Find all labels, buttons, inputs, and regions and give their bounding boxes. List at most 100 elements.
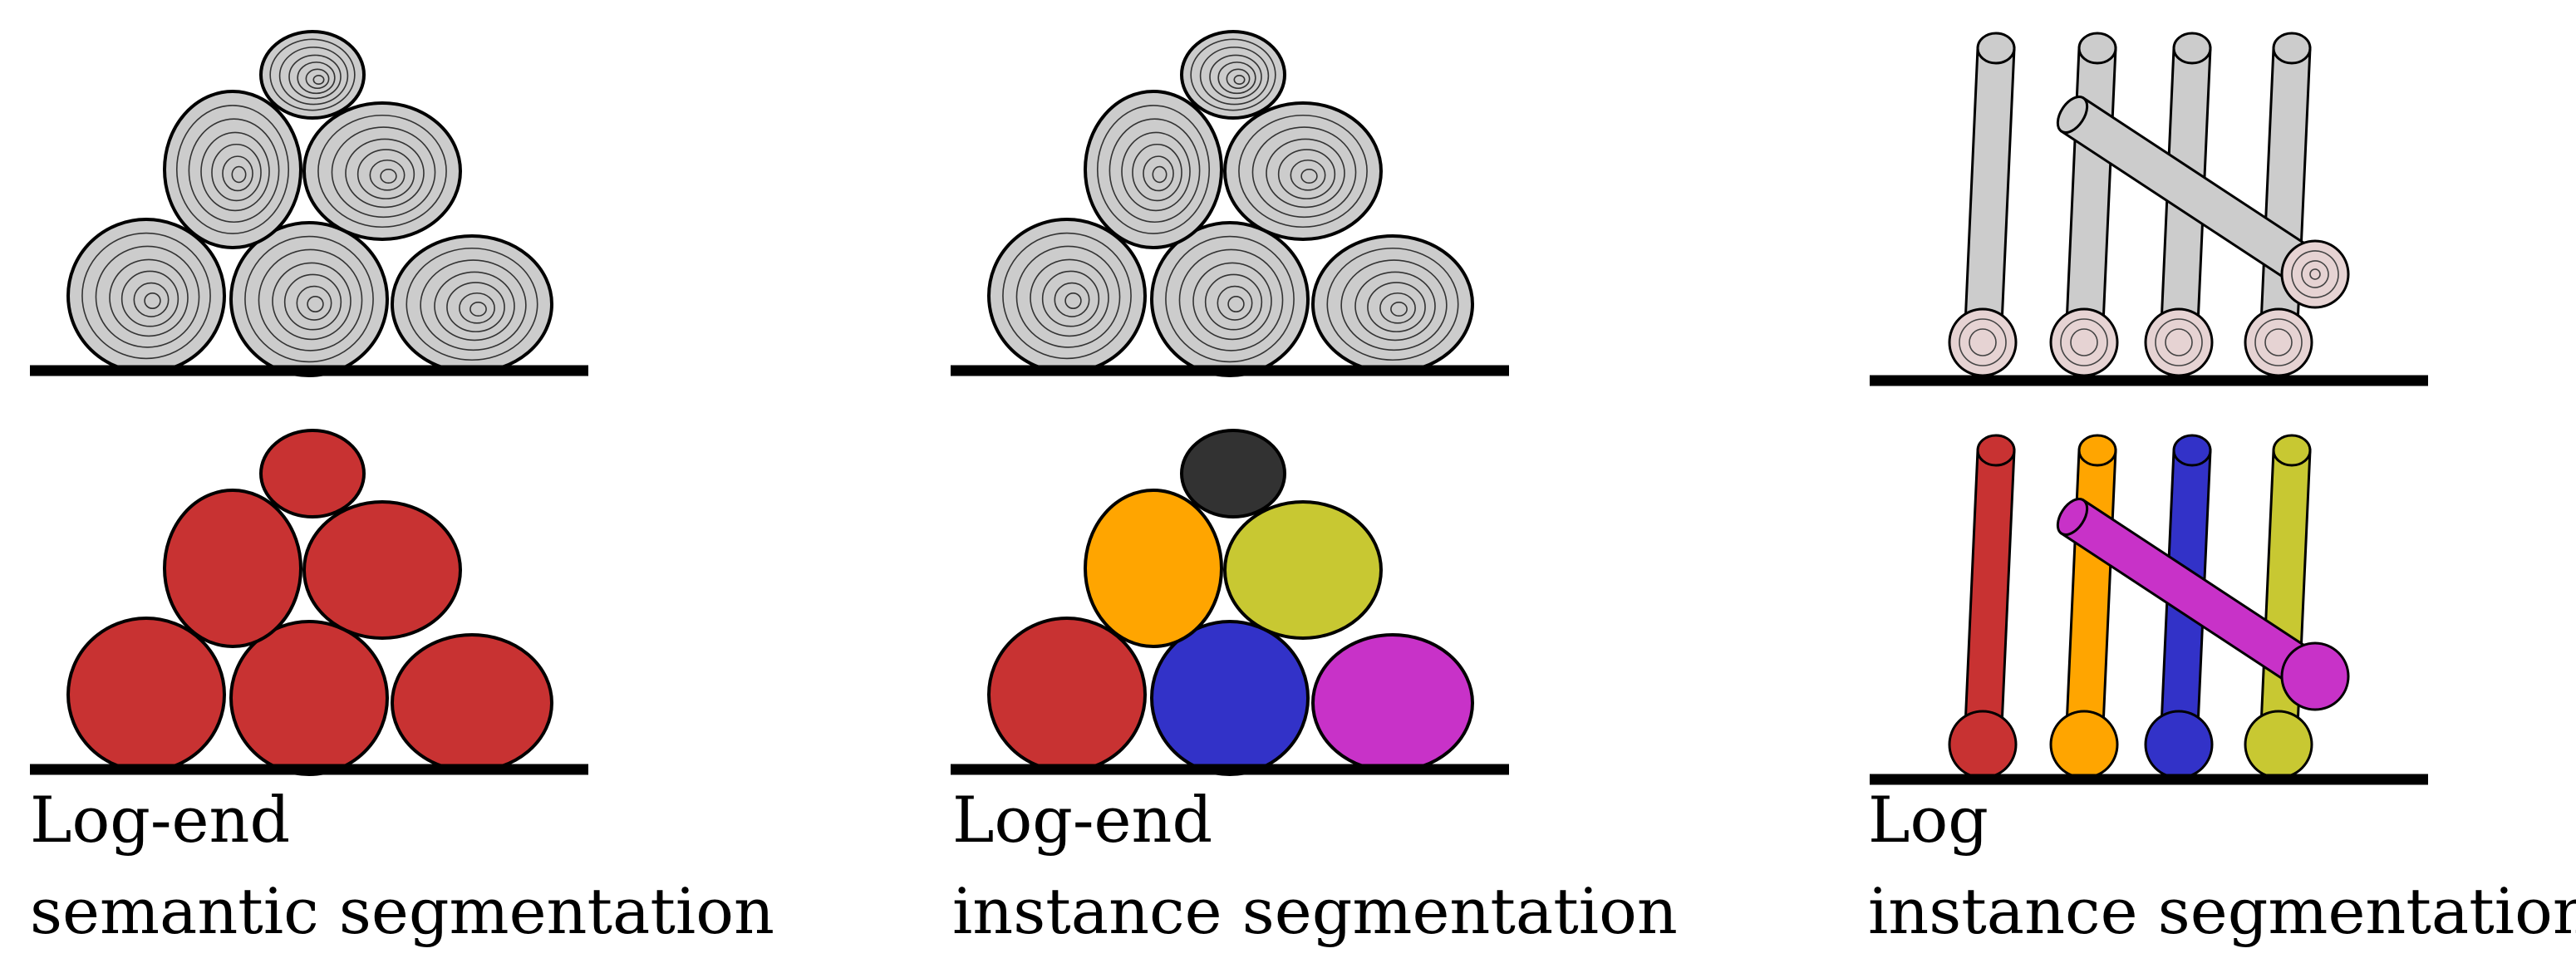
caption-log-end-semantic: Log-end semantic segmentation	[30, 774, 774, 957]
growth-ring	[317, 114, 447, 229]
standing-log	[2049, 32, 2119, 377]
growth-ring	[1192, 262, 1272, 341]
growth-ring	[283, 273, 342, 331]
log-end	[259, 30, 366, 120]
log-end-mask	[1223, 500, 1383, 640]
growth-ring	[1199, 47, 1270, 106]
growth-ring	[1277, 149, 1336, 199]
log-end	[1150, 221, 1310, 377]
growth-ring	[1227, 295, 1245, 312]
log-end	[987, 218, 1147, 374]
log-end-mask	[1084, 489, 1223, 648]
growth-ring	[296, 285, 332, 321]
growth-ring	[1030, 258, 1109, 337]
growth-ring	[2155, 318, 2203, 366]
caption-line-2: instance segmentation	[1868, 874, 2576, 948]
growth-ring	[1096, 105, 1211, 234]
log-end	[391, 234, 553, 374]
log-end	[302, 101, 462, 241]
growth-ring	[109, 258, 189, 337]
leaning-log	[2056, 96, 2350, 309]
log-end	[1180, 30, 1286, 120]
log-end-mask	[259, 429, 366, 518]
log-end-mask	[1311, 633, 1474, 773]
growth-ring	[312, 75, 325, 86]
growth-ring	[1132, 143, 1182, 202]
growth-ring	[1178, 248, 1284, 351]
growth-ring	[420, 259, 527, 351]
growth-ring	[1109, 118, 1201, 224]
growth-ring	[1190, 38, 1276, 111]
growth-ring	[1251, 126, 1357, 219]
growth-ring	[231, 165, 247, 184]
growth-ring	[278, 47, 349, 106]
leaning-log-mask	[2056, 498, 2350, 711]
standing-log-mask	[2244, 434, 2313, 779]
log-end-mask	[987, 617, 1147, 773]
growth-ring	[1238, 114, 1368, 229]
growth-ring	[2165, 328, 2193, 356]
growth-ring	[1209, 54, 1262, 100]
log-end-mask	[391, 633, 553, 773]
caption-line-1: Log-end	[30, 783, 291, 857]
log-end-mask	[229, 620, 389, 776]
growth-ring	[272, 262, 351, 341]
growth-ring	[1226, 68, 1251, 90]
growth-ring	[258, 248, 363, 351]
panel-log-end-semantic	[30, 30, 588, 776]
growth-ring	[2301, 260, 2329, 288]
log-end	[229, 221, 389, 377]
growth-ring	[1064, 292, 1082, 309]
standing-log	[2244, 32, 2313, 377]
growth-ring	[95, 245, 200, 348]
growth-ring	[1015, 245, 1121, 348]
log-end	[1084, 90, 1223, 249]
growth-ring	[1340, 259, 1448, 351]
growth-ring	[288, 54, 342, 100]
standing-log-mask	[1948, 434, 2018, 779]
growth-ring	[1165, 235, 1295, 363]
caption-line-1: Log	[1868, 783, 1989, 857]
growth-ring	[1217, 285, 1253, 321]
growth-ring	[1204, 273, 1263, 331]
growth-ring	[1367, 282, 1426, 332]
caption-line-2: instance segmentation	[952, 874, 1678, 948]
caption-line-1: Log-end	[952, 783, 1213, 857]
log-end-mask	[163, 489, 302, 648]
growth-ring	[1300, 169, 1318, 184]
standing-log-mask	[2049, 434, 2119, 779]
growth-ring	[446, 282, 505, 332]
growth-ring	[1152, 165, 1168, 184]
panel-log-end-instance	[951, 30, 1509, 776]
caption-log-end-instance: Log-end instance segmentation	[952, 774, 1678, 957]
growth-ring	[1354, 271, 1436, 342]
growth-ring	[144, 292, 161, 309]
growth-ring	[469, 301, 487, 317]
log-end-mask	[1180, 429, 1286, 518]
standing-log-mask	[2144, 434, 2214, 779]
growth-ring	[2291, 250, 2339, 298]
growth-ring	[2264, 328, 2293, 356]
growth-ring	[1390, 301, 1408, 317]
growth-ring	[297, 61, 336, 95]
growth-ring	[1054, 282, 1090, 317]
log-end	[163, 90, 302, 249]
caption-log-instance: Log instance segmentation	[1868, 774, 2576, 957]
growth-ring	[369, 159, 406, 191]
growth-ring	[1290, 159, 1326, 191]
growth-ring	[200, 131, 270, 212]
growth-ring	[380, 169, 397, 184]
growth-ring	[2060, 318, 2108, 366]
growth-ring	[1002, 232, 1132, 360]
growth-ring	[1217, 61, 1256, 95]
growth-ring	[81, 232, 211, 360]
growth-ring	[1266, 138, 1345, 209]
log-end-mask	[66, 617, 226, 773]
growth-ring	[2254, 318, 2303, 366]
growth-ring	[244, 235, 374, 363]
growth-ring	[1233, 75, 1246, 86]
growth-ring	[1326, 247, 1459, 361]
growth-ring	[331, 126, 436, 219]
growth-ring	[269, 38, 356, 111]
growth-ring	[1969, 328, 1997, 356]
